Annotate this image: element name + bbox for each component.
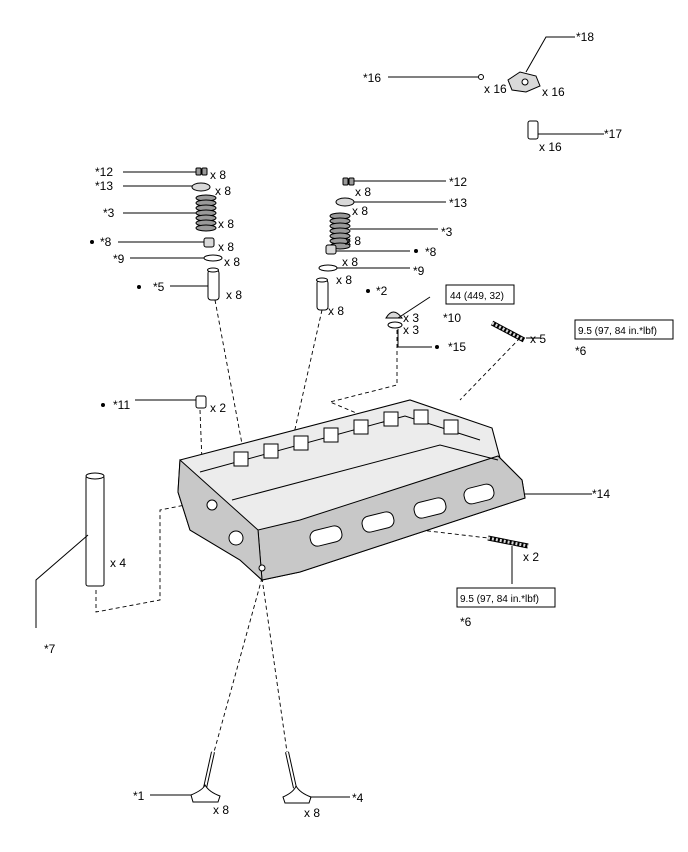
qty-18: x 16 [542, 85, 565, 99]
label-7: *7 [44, 642, 56, 656]
qty-13-left: x 8 [215, 184, 231, 198]
qty-11: x 2 [210, 401, 226, 415]
qty-6-upper: x 5 [530, 332, 546, 346]
qty-3-right: x 8 [345, 234, 361, 248]
bullet-icon [414, 249, 418, 253]
label-17: *17 [604, 127, 622, 141]
svg-text:44 (449, 32): 44 (449, 32) [450, 291, 504, 302]
qty-12-left: x 8 [210, 168, 226, 182]
qty-9-left: x 8 [224, 255, 240, 269]
bullet-icon [90, 240, 94, 244]
qty-15: x 3 [403, 323, 419, 337]
label-6-upper: *6 [575, 344, 587, 358]
qty-16: x 16 [484, 82, 507, 96]
label-8-left: *8 [100, 235, 112, 249]
svg-text:9.5 (97, 84 in.*lbf): 9.5 (97, 84 in.*lbf) [578, 326, 657, 337]
cylinder-head [177, 399, 526, 582]
label-2: *2 [376, 284, 388, 298]
label-9-right: *9 [413, 264, 425, 278]
label-11: *11 [113, 398, 130, 412]
label-3-left: *3 [103, 206, 115, 220]
bullet-icon [435, 345, 439, 349]
torque-spec-box-6b: 9.5 (97, 84 in.*lbf) [456, 587, 556, 608]
label-12-left: *12 [95, 165, 113, 179]
locating-pipe [35, 472, 105, 628]
label-3-right: *3 [441, 225, 453, 239]
label-4: *4 [352, 791, 364, 805]
label-9-left: *9 [113, 252, 125, 266]
label-1: *1 [133, 789, 145, 803]
right-valve-train [316, 177, 446, 349]
qty-5: x 8 [226, 288, 242, 302]
label-10: *10 [443, 311, 461, 325]
label-6-lower: *6 [460, 615, 472, 629]
valve-spring-left [195, 194, 217, 232]
qty-17: x 16 [539, 140, 562, 154]
label-13-right: *13 [449, 196, 467, 210]
torque-spec-box-10: 44 (449, 32) [445, 284, 515, 305]
label-16: *16 [363, 71, 381, 85]
qty-6-lower: x 2 [523, 550, 539, 564]
label-18: *18 [576, 30, 594, 44]
qty-7: x 4 [110, 556, 126, 570]
label-14: *14 [592, 487, 610, 501]
stud-upper [490, 320, 526, 343]
torque-spec-box-6a: 9.5 (97, 84 in.*lbf) [574, 319, 674, 340]
bullet-icon [366, 289, 370, 293]
qty-3-left: x 8 [218, 217, 234, 231]
qty-4: x 8 [304, 806, 320, 820]
qty-8-right: x 8 [342, 255, 358, 269]
label-8-right: *8 [425, 245, 437, 259]
left-valve-train [90, 167, 223, 409]
qty-2: x 8 [328, 304, 344, 318]
lifter-group [388, 36, 604, 140]
qty-12-right: x 8 [355, 185, 371, 199]
valves [150, 751, 350, 804]
qty-13-right: x 8 [352, 204, 368, 218]
exhaust-valve [282, 751, 312, 804]
intake-valve [190, 751, 221, 803]
bullet-icon [101, 403, 105, 407]
qty-9-right: x 8 [336, 273, 352, 287]
label-5: *5 [153, 280, 165, 294]
qty-8-left: x 8 [218, 240, 234, 254]
studs [487, 320, 540, 584]
qty-1: x 8 [213, 803, 229, 817]
stud-lower [487, 535, 529, 549]
label-12-right: *12 [449, 175, 467, 189]
label-13-left: *13 [95, 179, 113, 193]
svg-text:9.5 (97, 84 in.*lbf): 9.5 (97, 84 in.*lbf) [460, 594, 539, 605]
label-15: *15 [448, 340, 466, 354]
callout-labels: *1 x 8 *2 x 8 *3 x 8 *3 x 8 *4 x 8 *5 x … [44, 30, 622, 820]
bullet-icon [137, 285, 141, 289]
qty-10: x 3 [403, 311, 419, 325]
